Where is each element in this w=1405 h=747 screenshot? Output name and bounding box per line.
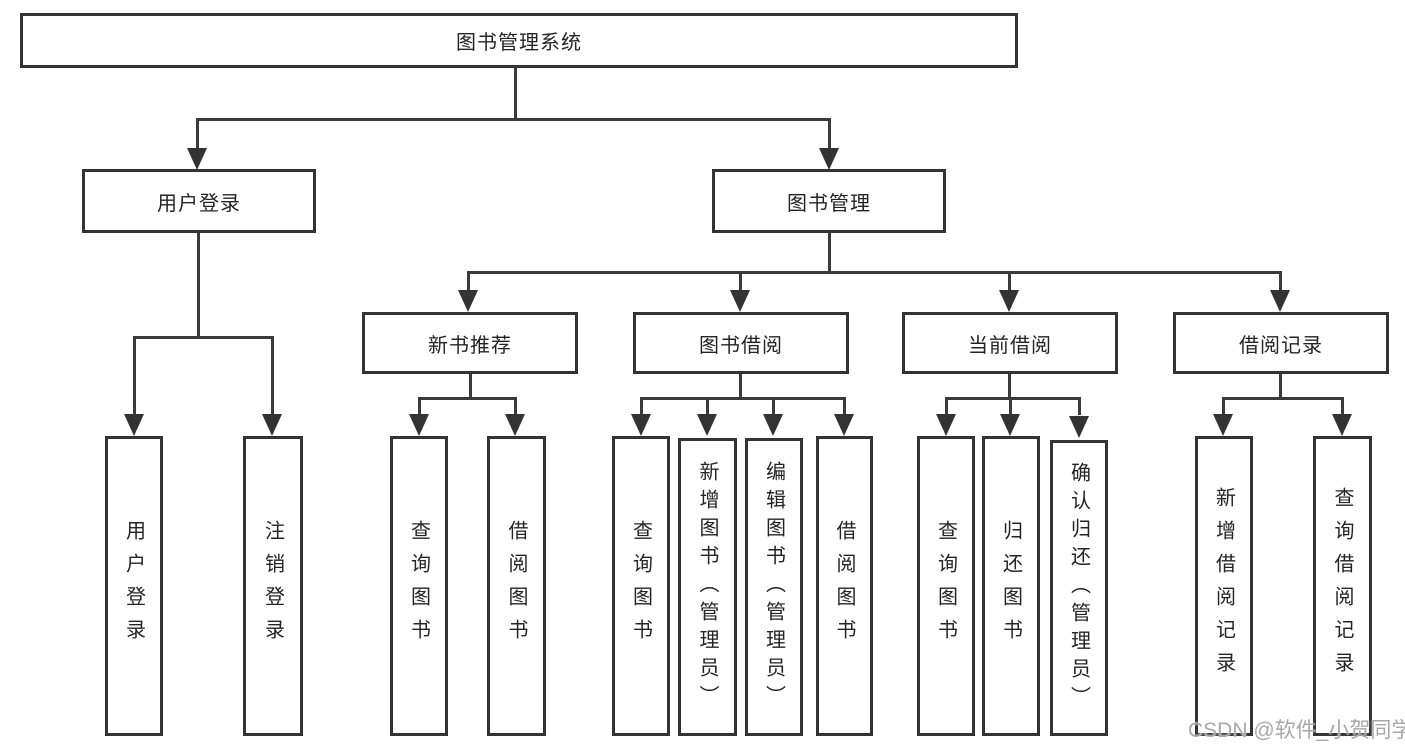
arrow-down-icon [1332, 414, 1352, 436]
leaf-query-books-current: 查询图书 [917, 436, 975, 736]
arrow-down-icon [1270, 290, 1290, 312]
node-label: 新增图书（管理员） [696, 461, 718, 713]
arrow-down-icon [1000, 414, 1020, 436]
node-label: 借阅图书 [505, 520, 527, 652]
node-new-book-recommendation: 新书推荐 [362, 312, 578, 374]
connector-vline [706, 397, 709, 415]
connector-vline [739, 271, 742, 291]
arrow-down-icon [1213, 414, 1233, 436]
connector-vline [1222, 397, 1225, 415]
connector-vline [828, 118, 831, 149]
node-label: 图书管理 [787, 192, 871, 215]
arrow-down-icon [124, 414, 144, 436]
connector-vline [1008, 374, 1011, 400]
connector-vline [945, 397, 948, 415]
connector-vline [1341, 397, 1344, 415]
node-label: 归还图书 [999, 520, 1022, 652]
node-book-management: 图书管理 [712, 169, 946, 233]
node-label: 确认归还（管理员） [1067, 462, 1090, 714]
leaf-query-books-borrowing: 查询图书 [612, 436, 670, 736]
node-label: 新书推荐 [428, 334, 512, 357]
arrow-down-icon [730, 290, 750, 312]
connector-vline [514, 397, 517, 415]
arrow-down-icon [1069, 416, 1089, 438]
connector-vline [418, 397, 421, 415]
connector-vline [739, 374, 742, 400]
arrow-down-icon [936, 414, 956, 436]
connector-vline [772, 397, 775, 415]
connector-vline [467, 271, 470, 291]
node-label: 注销登录 [261, 520, 284, 652]
csdn-watermark: CSDN @软件_小贺同学 [1188, 719, 1405, 742]
leaf-confirm-return-admin: 确认归还（管理员） [1050, 440, 1108, 736]
node-label: 当前借阅 [968, 334, 1052, 357]
connector-vline [1008, 271, 1011, 291]
arrow-down-icon [505, 414, 525, 436]
node-label: 图书借阅 [699, 334, 783, 357]
arrow-down-icon [697, 414, 717, 436]
leaf-return-books: 归还图书 [982, 436, 1040, 736]
node-label: 借阅记录 [1239, 334, 1323, 357]
arrow-down-icon [819, 148, 839, 170]
arrow-down-icon [631, 414, 651, 436]
node-book-borrowing: 图书借阅 [633, 312, 849, 374]
connector-vline [828, 233, 831, 273]
leaf-query-borrow-record: 查询借阅记录 [1313, 436, 1372, 736]
leaf-add-borrow-record: 新增借阅记录 [1195, 436, 1253, 736]
connector-vline [469, 374, 472, 400]
connector-vline [843, 397, 846, 415]
connector-hline [1222, 397, 1344, 400]
connector-hline [196, 118, 830, 121]
leaf-borrow-books: 借阅图书 [816, 436, 873, 736]
node-label: 图书管理系统 [456, 32, 582, 54]
arrow-down-icon [187, 148, 207, 170]
leaf-edit-book-admin: 编辑图书（管理员） [745, 438, 803, 736]
connector-vline [197, 233, 200, 339]
connector-vline [271, 336, 274, 415]
connector-vline [1009, 397, 1012, 415]
leaf-add-book-admin: 新增图书（管理员） [678, 438, 737, 736]
connector-hline [945, 397, 1081, 400]
arrow-down-icon [763, 414, 783, 436]
leaf-query-books-recommend: 查询图书 [390, 436, 448, 736]
arrow-down-icon [834, 414, 854, 436]
connector-hline [418, 397, 517, 400]
node-label: 编辑图书（管理员） [762, 461, 785, 713]
connector-hline [133, 336, 274, 339]
connector-hline [640, 397, 846, 400]
connector-vline [196, 118, 199, 149]
node-borrowing-records: 借阅记录 [1173, 312, 1389, 374]
arrow-down-icon [458, 290, 478, 312]
leaf-logout: 注销登录 [243, 436, 303, 736]
leaf-borrow-books-recommend: 借阅图书 [487, 436, 546, 736]
node-label: 查询图书 [407, 520, 430, 652]
connector-vline [1279, 374, 1282, 400]
connector-vline [1279, 271, 1282, 291]
node-label: 用户登录 [122, 520, 145, 652]
connector-vline [514, 68, 517, 120]
node-current-borrowing: 当前借阅 [902, 312, 1118, 374]
node-user-login: 用户登录 [82, 169, 316, 233]
arrow-down-icon [409, 414, 429, 436]
node-label: 用户登录 [157, 192, 241, 215]
node-label: 新增借阅记录 [1212, 487, 1235, 685]
node-label: 查询图书 [629, 520, 652, 652]
node-label: 借阅图书 [833, 520, 855, 652]
node-label: 查询图书 [934, 520, 957, 652]
connector-vline [640, 397, 643, 415]
leaf-user-login: 用户登录 [105, 436, 163, 736]
arrow-down-icon [262, 414, 282, 436]
node-library-management-system: 图书管理系统 [20, 13, 1018, 68]
arrow-down-icon [999, 290, 1019, 312]
node-label: 查询借阅记录 [1331, 487, 1353, 685]
connector-hline [467, 271, 1281, 274]
connector-vline [133, 336, 136, 415]
connector-vline [1078, 397, 1081, 415]
